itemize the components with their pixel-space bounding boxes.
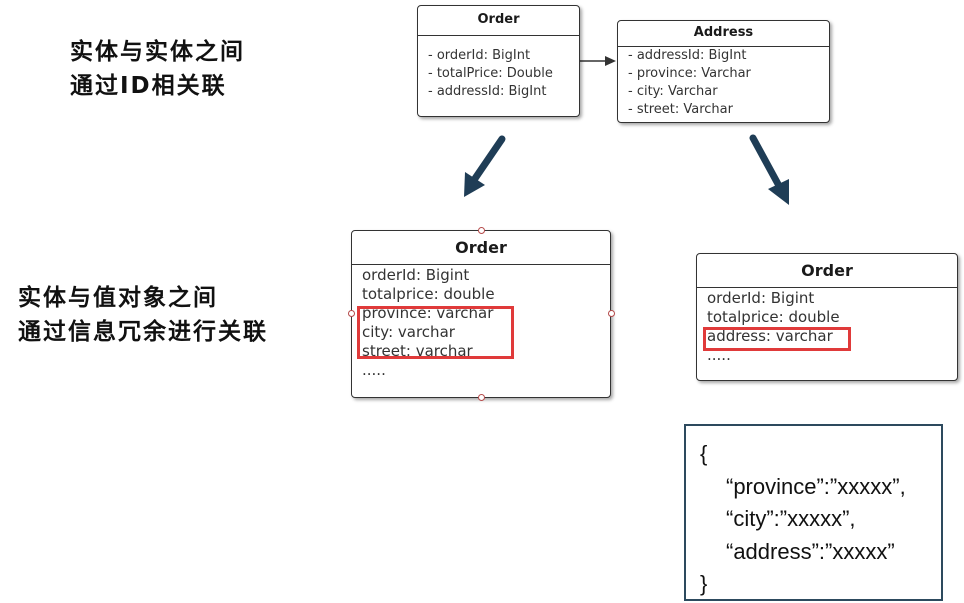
order-class-json[interactable]: Order orderId: Bigint totalprice: double… — [696, 253, 958, 381]
caption-line: 实体与实体之间 — [70, 39, 245, 65]
class-field: totalprice: double — [362, 285, 495, 303]
class-field: - addressId: BigInt — [628, 48, 747, 63]
json-line: “province”:”xxxxx”, — [726, 473, 906, 499]
class-fields: orderId: Bigint totalprice: double addre… — [697, 288, 957, 365]
caption-entity-value: 实体与值对象之间 通过信息冗余进行关联 — [18, 281, 268, 349]
class-field: - orderId: BigInt — [428, 48, 531, 63]
association-arrowhead — [605, 56, 616, 66]
class-field: city: varchar — [362, 323, 455, 341]
class-fields: - orderId: BigInt - totalPrice: Double -… — [418, 36, 579, 101]
class-field: - city: Varchar — [628, 84, 718, 99]
class-field: orderId: Bigint — [362, 266, 470, 284]
class-field: - addressId: BigInt — [428, 84, 547, 99]
json-line: “address”:”xxxxx” — [726, 538, 895, 564]
class-title: Order — [697, 254, 957, 288]
class-title: Address — [618, 21, 829, 47]
json-example-box: { “province”:”xxxxx”, “city”:”xxxxx”, “a… — [684, 424, 943, 601]
order-class-redundant[interactable]: Order orderId: Bigint totalprice: double… — [351, 230, 611, 398]
json-line: } — [700, 571, 708, 596]
caption-line: 实体与值对象之间 — [18, 285, 218, 311]
transform-arrow-right — [749, 134, 789, 205]
class-field: orderId: Bigint — [707, 289, 815, 307]
caption-entity-entity: 实体与实体之间 通过ID相关联 — [70, 35, 245, 103]
order-class-top[interactable]: Order - orderId: BigInt - totalPrice: Do… — [417, 5, 580, 117]
resize-handle-top[interactable] — [478, 227, 485, 234]
json-line: “city”:”xxxxx”, — [726, 506, 856, 531]
highlight-address-field — [703, 327, 851, 351]
class-title: Order — [418, 6, 579, 36]
resize-handle-bottom[interactable] — [478, 394, 485, 401]
class-field: ..... — [362, 361, 386, 379]
class-field: street: varchar — [362, 342, 473, 360]
caption-line: 通过信息冗余进行关联 — [18, 319, 268, 345]
class-field: - totalPrice: Double — [428, 66, 553, 81]
resize-handle-right[interactable] — [608, 310, 615, 317]
class-field: - street: Varchar — [628, 102, 733, 117]
class-field: address: varchar — [707, 327, 833, 345]
transform-arrow-left — [464, 135, 506, 197]
address-class-top[interactable]: Address - addressId: BigInt - province: … — [617, 20, 830, 123]
highlight-redundant-fields — [357, 306, 514, 359]
caption-line: 通过ID相关联 — [70, 73, 227, 99]
class-field: totalprice: double — [707, 308, 840, 326]
json-line: { — [700, 441, 708, 466]
class-field: - province: Varchar — [628, 66, 751, 81]
class-title: Order — [352, 231, 610, 265]
resize-handle-left[interactable] — [348, 310, 355, 317]
class-fields: - addressId: BigInt - province: Varchar … — [618, 47, 829, 119]
